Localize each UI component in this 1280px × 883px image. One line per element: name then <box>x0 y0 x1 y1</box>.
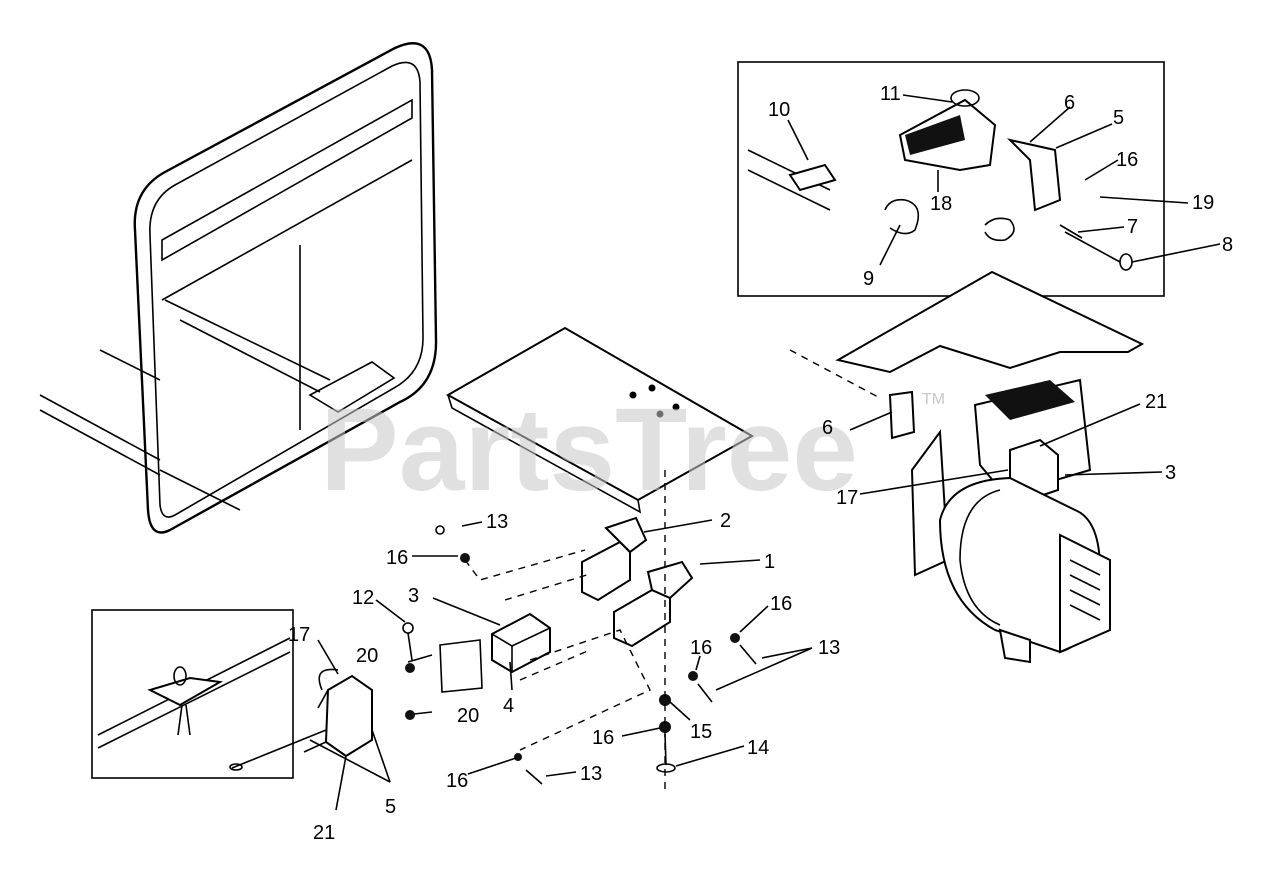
callout-9: 9 <box>863 268 874 290</box>
callout-16-right-top: 16 <box>770 593 792 615</box>
callout-20-top: 20 <box>356 645 378 667</box>
callout-19: 19 <box>1192 192 1214 214</box>
callout-11: 11 <box>880 83 901 105</box>
callout-17-left: 17 <box>288 624 310 646</box>
callout-3-right: 3 <box>1165 462 1176 484</box>
callout-12: 12 <box>352 587 374 609</box>
callout-15: 15 <box>690 721 712 743</box>
callout-16-bottom-center: 16 <box>592 727 614 749</box>
callout-6-right: 6 <box>822 417 833 439</box>
callout-5-lower: 5 <box>385 796 396 818</box>
generator-head <box>835 270 1145 664</box>
callout-16-bottom-left: 16 <box>446 770 468 792</box>
frame-assembly <box>39 42 438 534</box>
callout-16-right: 16 <box>690 637 712 659</box>
callout-5-upper: 5 <box>1113 107 1124 129</box>
callout-7: 7 <box>1127 216 1138 238</box>
bracket-1 <box>613 560 694 648</box>
callout-13-right: 13 <box>818 637 840 659</box>
callout-21-right: 21 <box>1145 391 1167 413</box>
callout-6-upper: 6 <box>1064 92 1075 114</box>
callout-21-lower: 21 <box>313 822 335 844</box>
base-plate <box>445 326 755 514</box>
inset-detail-lower <box>91 609 294 779</box>
watermark-text: PartsTree <box>320 384 858 516</box>
callout-2: 2 <box>720 510 731 532</box>
callout-3-center: 3 <box>408 585 419 607</box>
callout-1: 1 <box>764 551 775 573</box>
callout-16-upper: 16 <box>1116 149 1138 171</box>
watermark-trademark: TM <box>922 391 945 408</box>
callout-13-bottom: 13 <box>580 763 602 785</box>
leader-lines <box>309 94 1221 811</box>
inset-detail-upper <box>737 61 1165 297</box>
callout-16-left: 16 <box>386 547 408 569</box>
hardware <box>402 525 757 785</box>
callout-13-top: 13 <box>486 511 508 533</box>
callout-8: 8 <box>1222 234 1233 256</box>
callout-4: 4 <box>503 695 514 717</box>
callout-10: 10 <box>768 99 790 121</box>
callout-20-bottom: 20 <box>457 705 479 727</box>
outlet-box <box>439 612 551 693</box>
callout-labels: 1 2 3 3 4 5 5 6 6 7 8 9 10 11 12 13 13 1… <box>288 83 1233 844</box>
callout-14: 14 <box>747 737 769 759</box>
control-box <box>229 668 373 771</box>
callout-18: 18 <box>930 193 952 215</box>
bracket-2 <box>581 516 648 602</box>
assembly-lines <box>464 349 881 790</box>
callout-17-right: 17 <box>836 487 858 509</box>
